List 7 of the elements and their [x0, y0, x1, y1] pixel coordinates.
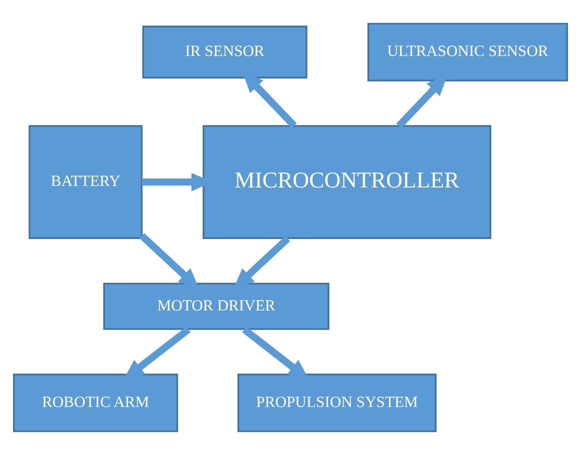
- node-box: IR SENSOR: [142, 26, 308, 78]
- node-box: BATTERY: [28, 125, 143, 239]
- node-box: PROPULSION SYSTEM: [237, 374, 437, 432]
- node-box: ROBOTIC ARM: [13, 374, 178, 432]
- node-box: MOTOR DRIVER: [103, 282, 330, 330]
- node-box: MICROCONTROLLER: [202, 125, 492, 239]
- node-box: ULTRASONIC SENSOR: [367, 22, 568, 82]
